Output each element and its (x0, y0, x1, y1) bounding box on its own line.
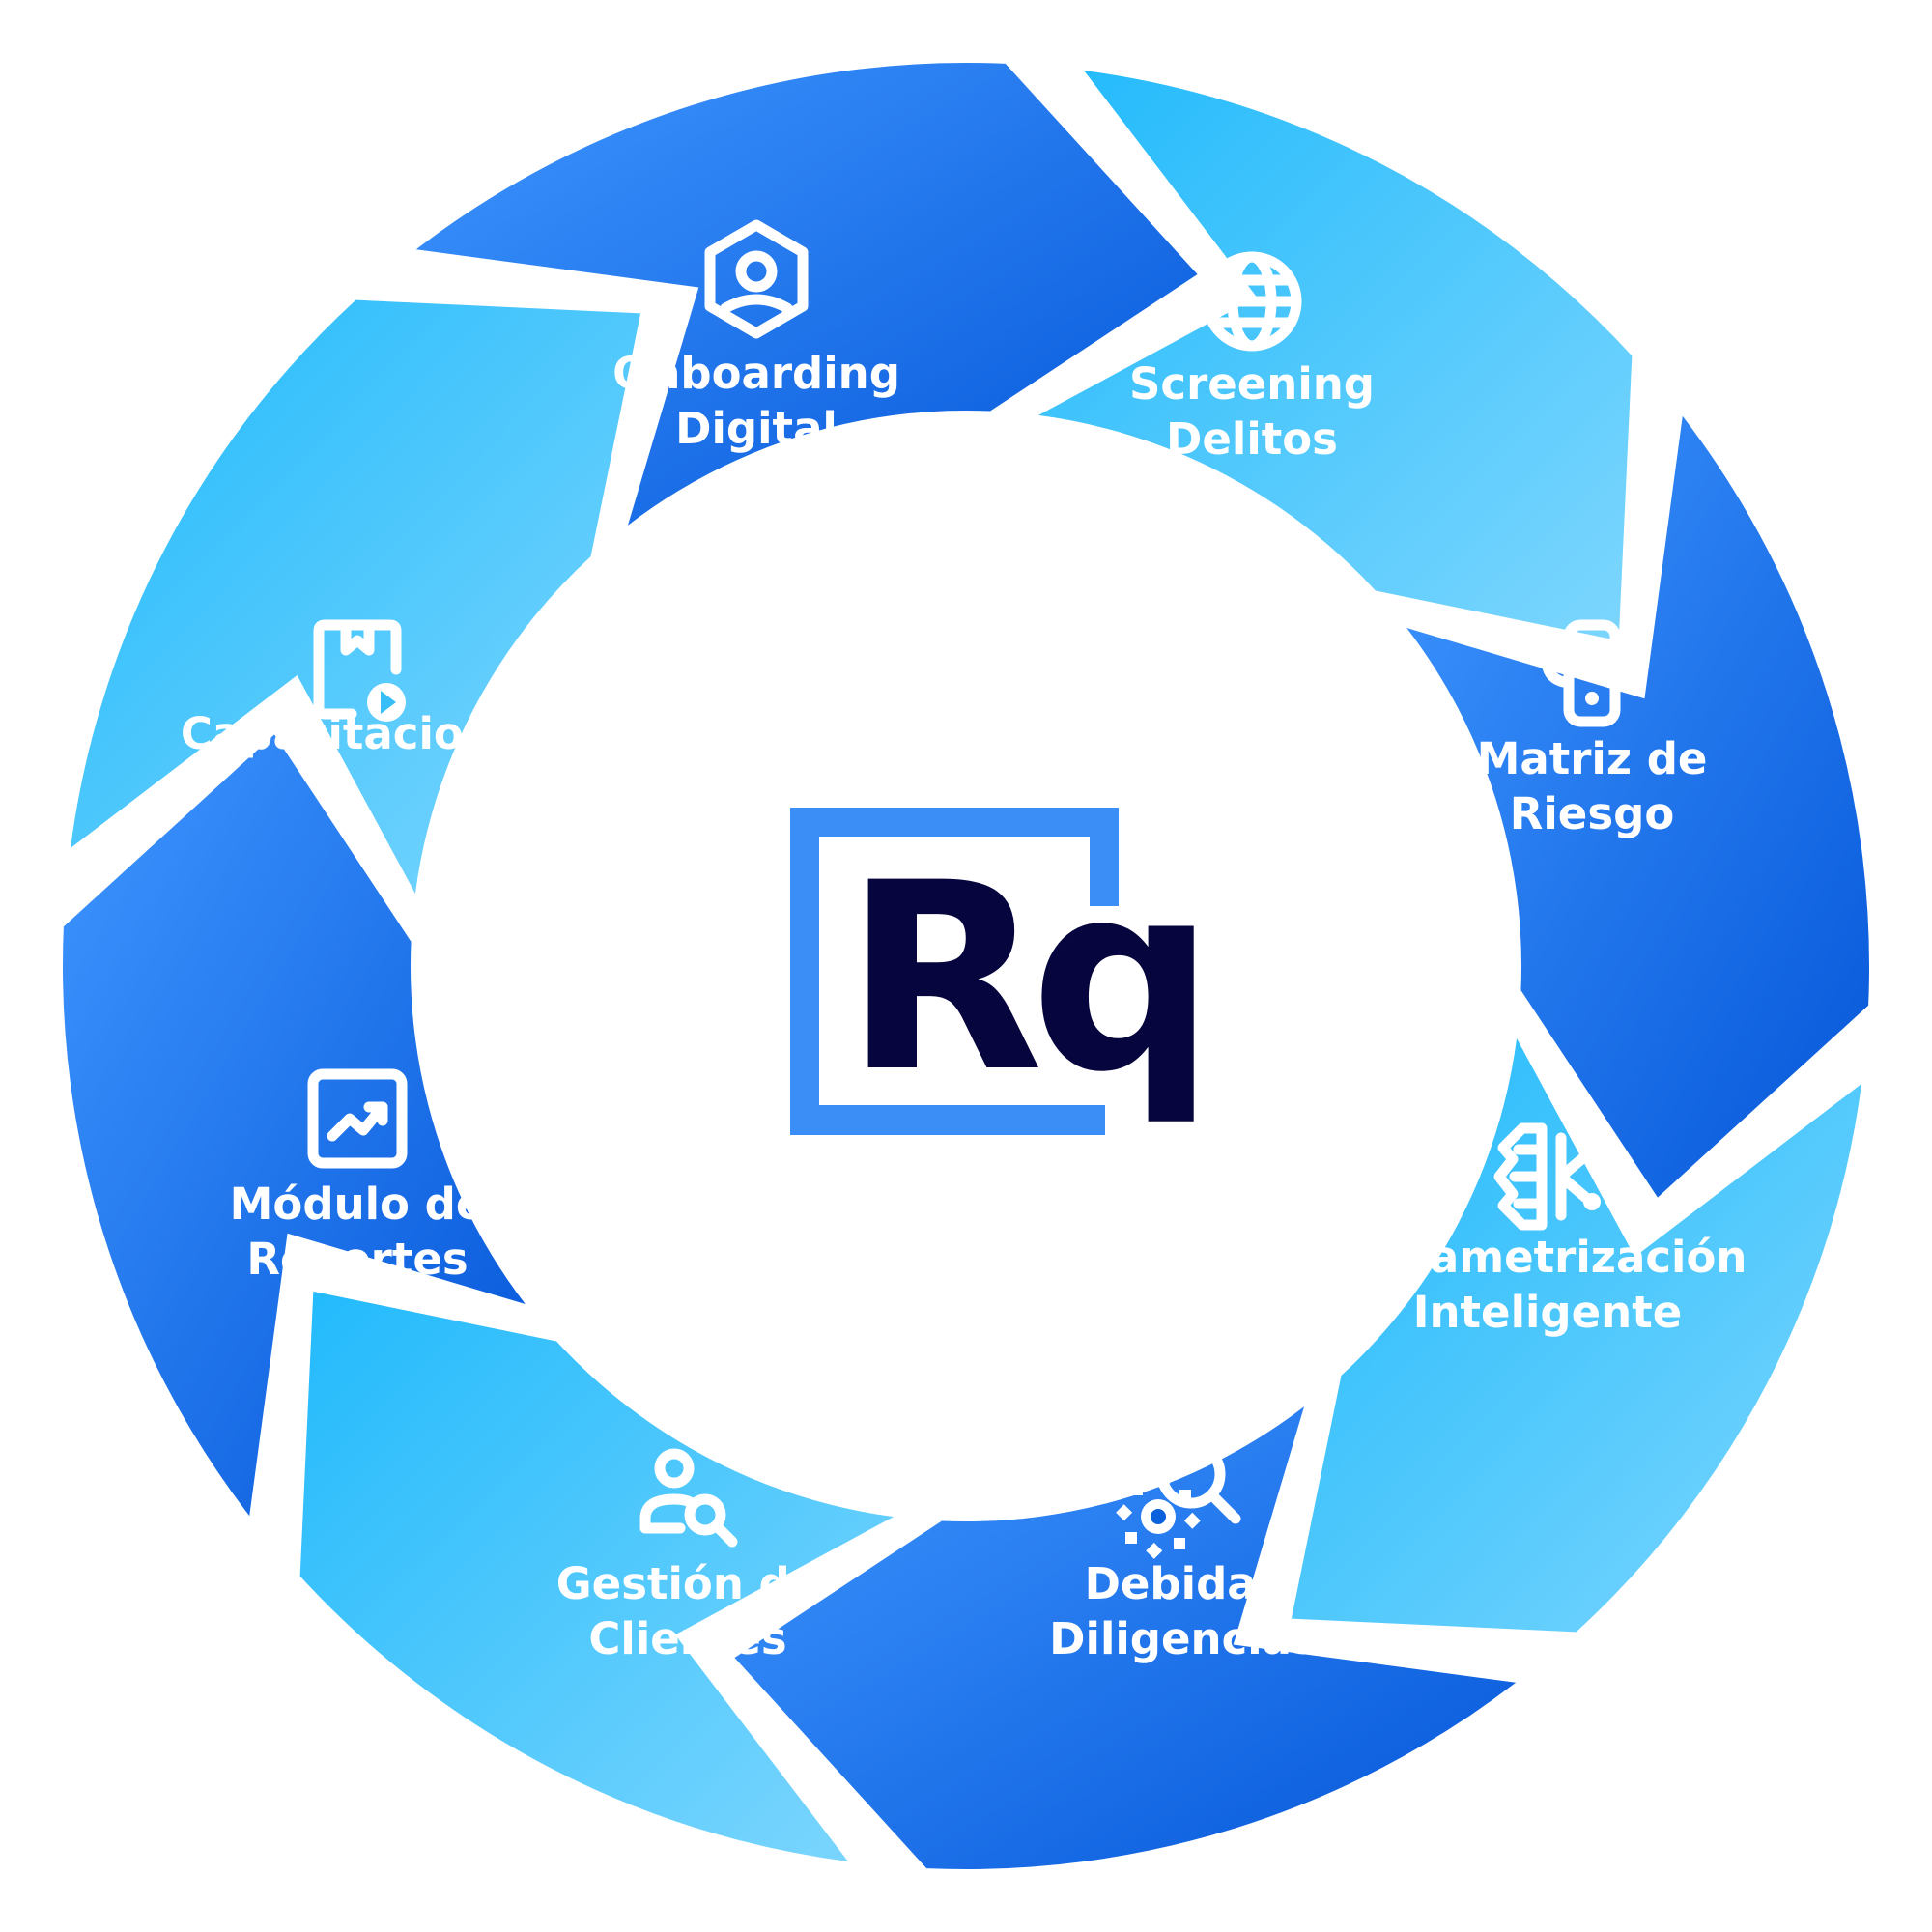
segment-label-onboarding-2: Digital (675, 403, 838, 454)
segment-label-debidas-2: Diligencias (1049, 1613, 1318, 1664)
user-search-icon (639, 1448, 738, 1548)
segment-modulo (62, 734, 526, 1517)
segment-gestion (299, 1291, 894, 1862)
segment-label-capacitaciones-1: Capacitaciones (181, 708, 550, 759)
segment-matriz (1406, 415, 1869, 1198)
book-video-icon (313, 619, 406, 722)
segment-label-debidas-1: Debidas (1085, 1558, 1283, 1609)
segment-label-onboarding-1: Onboarding (612, 348, 900, 399)
segment-label-screening-2: Delitos (1166, 413, 1338, 465)
traffic-light-icon (1542, 619, 1642, 727)
segment-label-screening-1: Screening (1129, 358, 1375, 410)
segment-debidas (734, 1406, 1517, 1870)
logo-text: Rq (844, 828, 1202, 1129)
globe-icon (1202, 251, 1302, 352)
segments-group (62, 62, 1869, 1870)
segment-label-modulo-1: Módulo de (230, 1179, 486, 1230)
segment-label-parametrizacion-2: Inteligente (1413, 1287, 1682, 1338)
center-circle (512, 512, 1420, 1420)
segment-label-gestion-2: Clientes (588, 1613, 786, 1664)
segment-label-modulo-2: Reportes (246, 1234, 468, 1285)
segment-label-parametrizacion-1: Parametrización (1349, 1232, 1747, 1283)
segment-label-matriz-2: Riesgo (1510, 788, 1675, 839)
center-logo: Rq (512, 512, 1420, 1420)
segment-label-matriz-1: Matriz de (1477, 733, 1708, 784)
segment-parametrizacion (1291, 1038, 1862, 1633)
chart-trend-icon (307, 1068, 408, 1169)
ai-brain-icon (1493, 1122, 1601, 1231)
user-hexagon-icon (704, 219, 809, 339)
segment-label-gestion-1: Gestión de (556, 1558, 820, 1609)
segment-capacitaciones (70, 299, 641, 894)
segment-screening (1038, 70, 1633, 641)
